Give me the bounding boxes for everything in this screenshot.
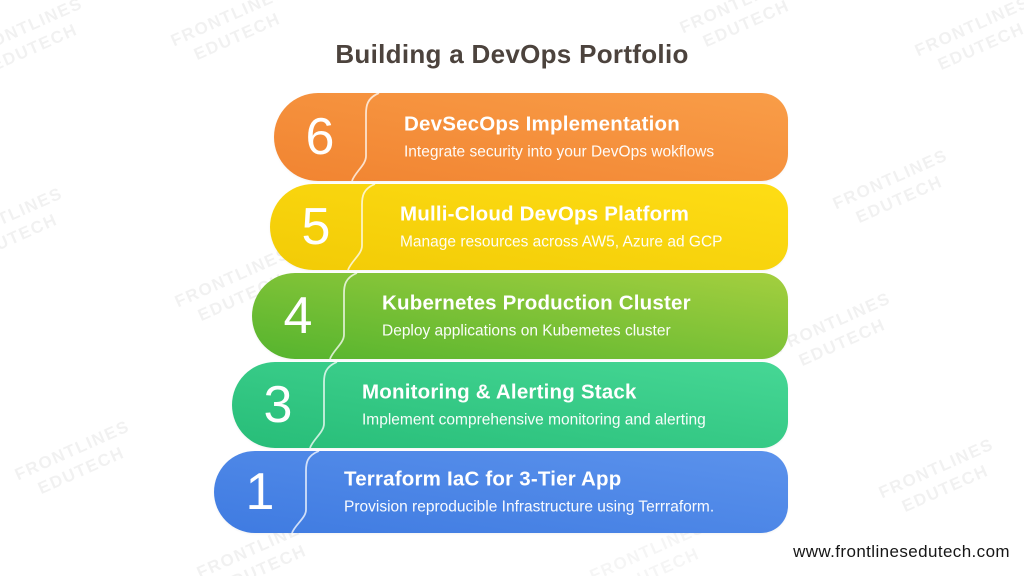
step-subtitle: Manage resources across AW5, Azure ad GC… <box>400 233 723 251</box>
step-subtitle: Deploy applications on Kubemetes cluster <box>382 322 671 340</box>
step-row-3: 3 Monitoring & Alerting Stack Implement … <box>232 362 788 448</box>
step-title: Mulli-Cloud DevOps Platform <box>400 202 689 226</box>
step-title: Terraform IaC for 3-Tier App <box>344 467 622 491</box>
step-content: Monitoring & Alerting Stack Implement co… <box>362 381 766 430</box>
step-number: 6 <box>305 108 335 166</box>
step-subtitle: Integrate security into your DevOps wokf… <box>404 143 715 161</box>
step-row-6: 6 DevSecOps Implementation Integrate sec… <box>274 93 788 181</box>
step-number: 5 <box>301 198 331 256</box>
step-content: Kubernetes Production Cluster Deploy app… <box>382 292 766 341</box>
step-number: 3 <box>263 376 293 434</box>
step-title: Kubernetes Production Cluster <box>382 291 691 315</box>
step-subtitle: Implement comprehensive monitoring and a… <box>362 411 706 429</box>
step-number: 4 <box>283 287 313 345</box>
step-number: 1 <box>245 463 275 521</box>
step-subtitle: Provision reproducible Infrastructure us… <box>344 498 715 516</box>
step-content: Terraform IaC for 3-Tier App Provision r… <box>344 468 766 517</box>
page-title: Building a DevOps Portfolio <box>335 39 689 70</box>
step-title: DevSecOps Implementation <box>404 112 680 136</box>
step-row-4: 4 Kubernetes Production Cluster Deploy a… <box>252 273 788 359</box>
step-content: DevSecOps Implementation Integrate secur… <box>404 113 766 162</box>
step-title: Monitoring & Alerting Stack <box>362 380 637 404</box>
website-url: www.frontlinesedutech.com <box>793 542 1010 561</box>
step-row-1: 1 Terraform IaC for 3-Tier App Provision… <box>214 451 788 533</box>
step-content: Mulli-Cloud DevOps Platform Manage resou… <box>400 203 766 252</box>
step-row-5: 5 Mulli-Cloud DevOps Platform Manage res… <box>270 184 788 270</box>
